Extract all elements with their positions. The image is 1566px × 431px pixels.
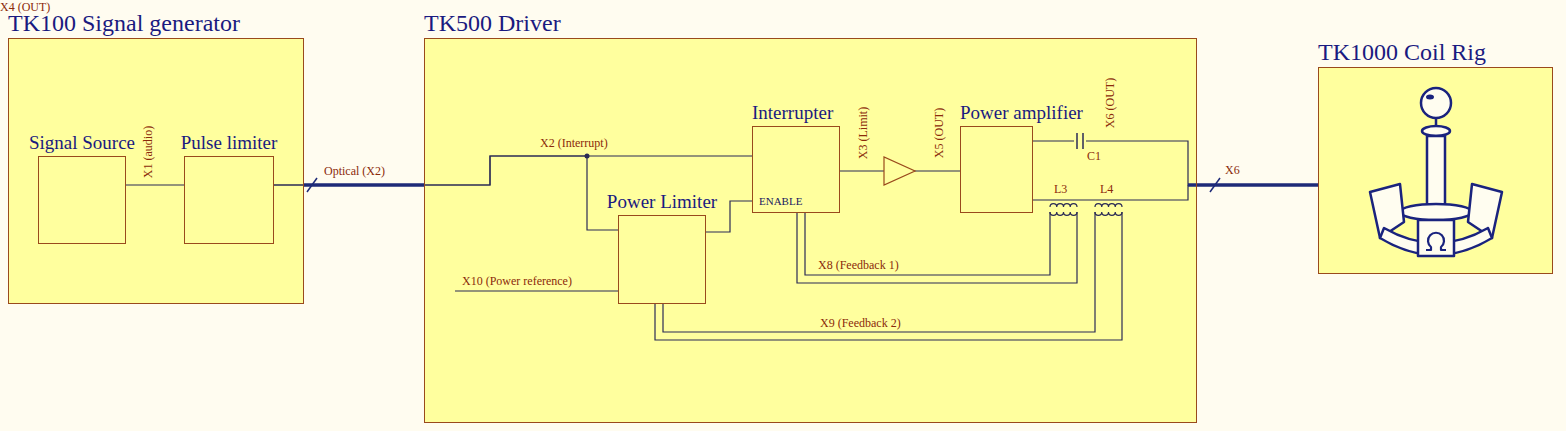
box-fill <box>38 156 126 244</box>
junction-dot <box>585 154 590 159</box>
feedback-wire <box>805 212 1050 275</box>
block-box: Pulse limiter <box>184 156 274 244</box>
signal-label: X8 (Feedback 1) <box>818 258 899 272</box>
transformer-coil <box>1095 204 1122 207</box>
box-fill <box>960 126 1033 213</box>
signal-label: Optical (X2) <box>324 164 385 178</box>
signal-label: X5 (OUT) <box>932 108 946 158</box>
coil-torus <box>1422 126 1450 136</box>
block-box: Signal Source <box>38 156 126 244</box>
block-title: Power Limiter <box>607 192 717 213</box>
reference-wire <box>455 290 618 291</box>
signal-wire <box>274 156 618 230</box>
block-title: Pulse limiter <box>181 133 278 154</box>
feedback-wire <box>797 212 1077 283</box>
block-title: Power amplifier <box>960 103 1083 124</box>
omega-symbol <box>1426 233 1446 250</box>
block-box: Power amplifier <box>960 126 1033 213</box>
signal-label: X2 (Interrupt) <box>540 136 608 150</box>
signal-label: X6 <box>1225 163 1240 177</box>
block-box: InterrupterENABLE <box>752 126 840 213</box>
signal-label: X3 (Limit) <box>856 107 870 159</box>
system-box: TK1000 Coil Rig <box>1318 67 1553 274</box>
box-fill <box>752 126 840 213</box>
system-box: TK100 Signal generatorSignal SourcePulse… <box>8 38 304 304</box>
coil-sphere <box>1421 88 1451 118</box>
transformer-coil <box>1050 212 1077 215</box>
block-title: Signal Source <box>29 133 135 154</box>
box-fill <box>184 156 274 244</box>
port-label: ENABLE <box>759 195 802 207</box>
capacitor-plate <box>1082 133 1084 149</box>
transformer-coil <box>1095 212 1122 215</box>
signal-label: X4 (OUT) <box>0 0 50 14</box>
bus-slash <box>307 178 317 192</box>
signal-label: C1 <box>1087 149 1101 163</box>
capacitor-plate <box>1076 133 1078 149</box>
connector-group <box>126 141 1318 232</box>
coil-base-box <box>1418 220 1454 256</box>
box-fill <box>8 38 304 304</box>
output-bus <box>1188 183 1318 187</box>
signal-wire <box>126 184 184 185</box>
capacitor-gap <box>1074 130 1086 152</box>
signal-label: L4 <box>1100 182 1113 196</box>
feedback-wire <box>663 212 1095 332</box>
signal-label: L3 <box>1054 182 1067 196</box>
buffer-symbol <box>884 157 915 185</box>
signal-label: X6 (OUT) <box>1103 78 1117 128</box>
coil-platform <box>1400 204 1472 220</box>
signal-label: X10 (Power reference) <box>462 274 572 288</box>
signal-label: X9 (Feedback 2) <box>820 316 901 330</box>
system-box: TK500 DriverInterrupterENABLEPower Limit… <box>424 38 1197 423</box>
coil-column <box>1427 136 1445 206</box>
signal-label: X1 (audio) <box>141 126 155 178</box>
block-title: TK500 Driver <box>424 10 561 36</box>
block-title: Interrupter <box>752 103 833 124</box>
box-fill <box>424 38 1197 423</box>
bus-slash <box>1210 178 1220 192</box>
block-box: Power Limiter <box>618 215 706 304</box>
feedback-wire <box>655 212 1122 340</box>
box-fill <box>618 215 706 304</box>
signal-wire <box>274 156 752 185</box>
transformer-coil <box>1050 204 1077 207</box>
box-fill <box>1318 67 1553 274</box>
sphere-highlight <box>1426 95 1434 100</box>
optical-bus <box>304 183 424 187</box>
block-title: TK1000 Coil Rig <box>1318 39 1486 65</box>
